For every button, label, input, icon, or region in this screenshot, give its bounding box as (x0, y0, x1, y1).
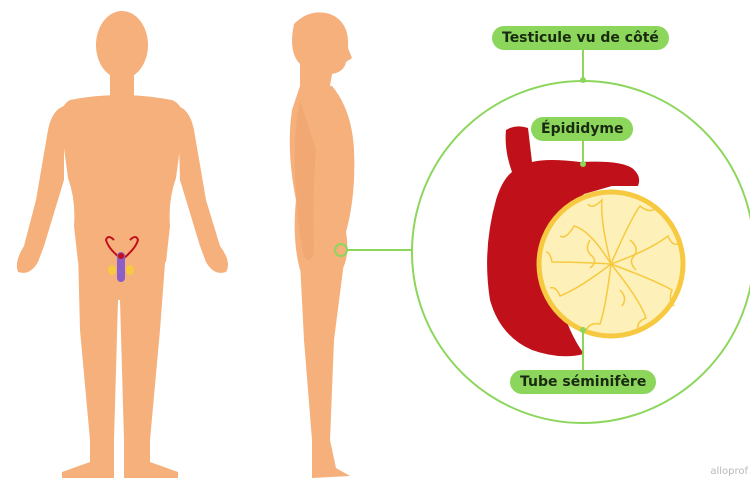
label-epididymis: Épididyme (531, 117, 633, 141)
front-head (96, 11, 148, 79)
front-torso (60, 95, 184, 262)
organ-detail (118, 253, 124, 259)
tube-leader-dot (580, 327, 586, 333)
label-seminiferous-tube: Tube séminifère (510, 370, 656, 394)
side-legs (300, 262, 350, 478)
watermark: alloprof (710, 466, 748, 477)
testis-right-small (126, 265, 134, 275)
title-leader-dot (580, 77, 586, 83)
label-testicle-side-view: Testicule vu de côté (492, 26, 669, 50)
front-body-figure (17, 11, 228, 478)
front-left-arm (17, 106, 64, 273)
front-neck (110, 72, 134, 98)
epididymis-leader-dot (580, 161, 586, 167)
testis-left-small (108, 265, 116, 275)
front-right-arm (178, 106, 228, 273)
front-legs (62, 250, 178, 478)
side-head (292, 12, 352, 86)
